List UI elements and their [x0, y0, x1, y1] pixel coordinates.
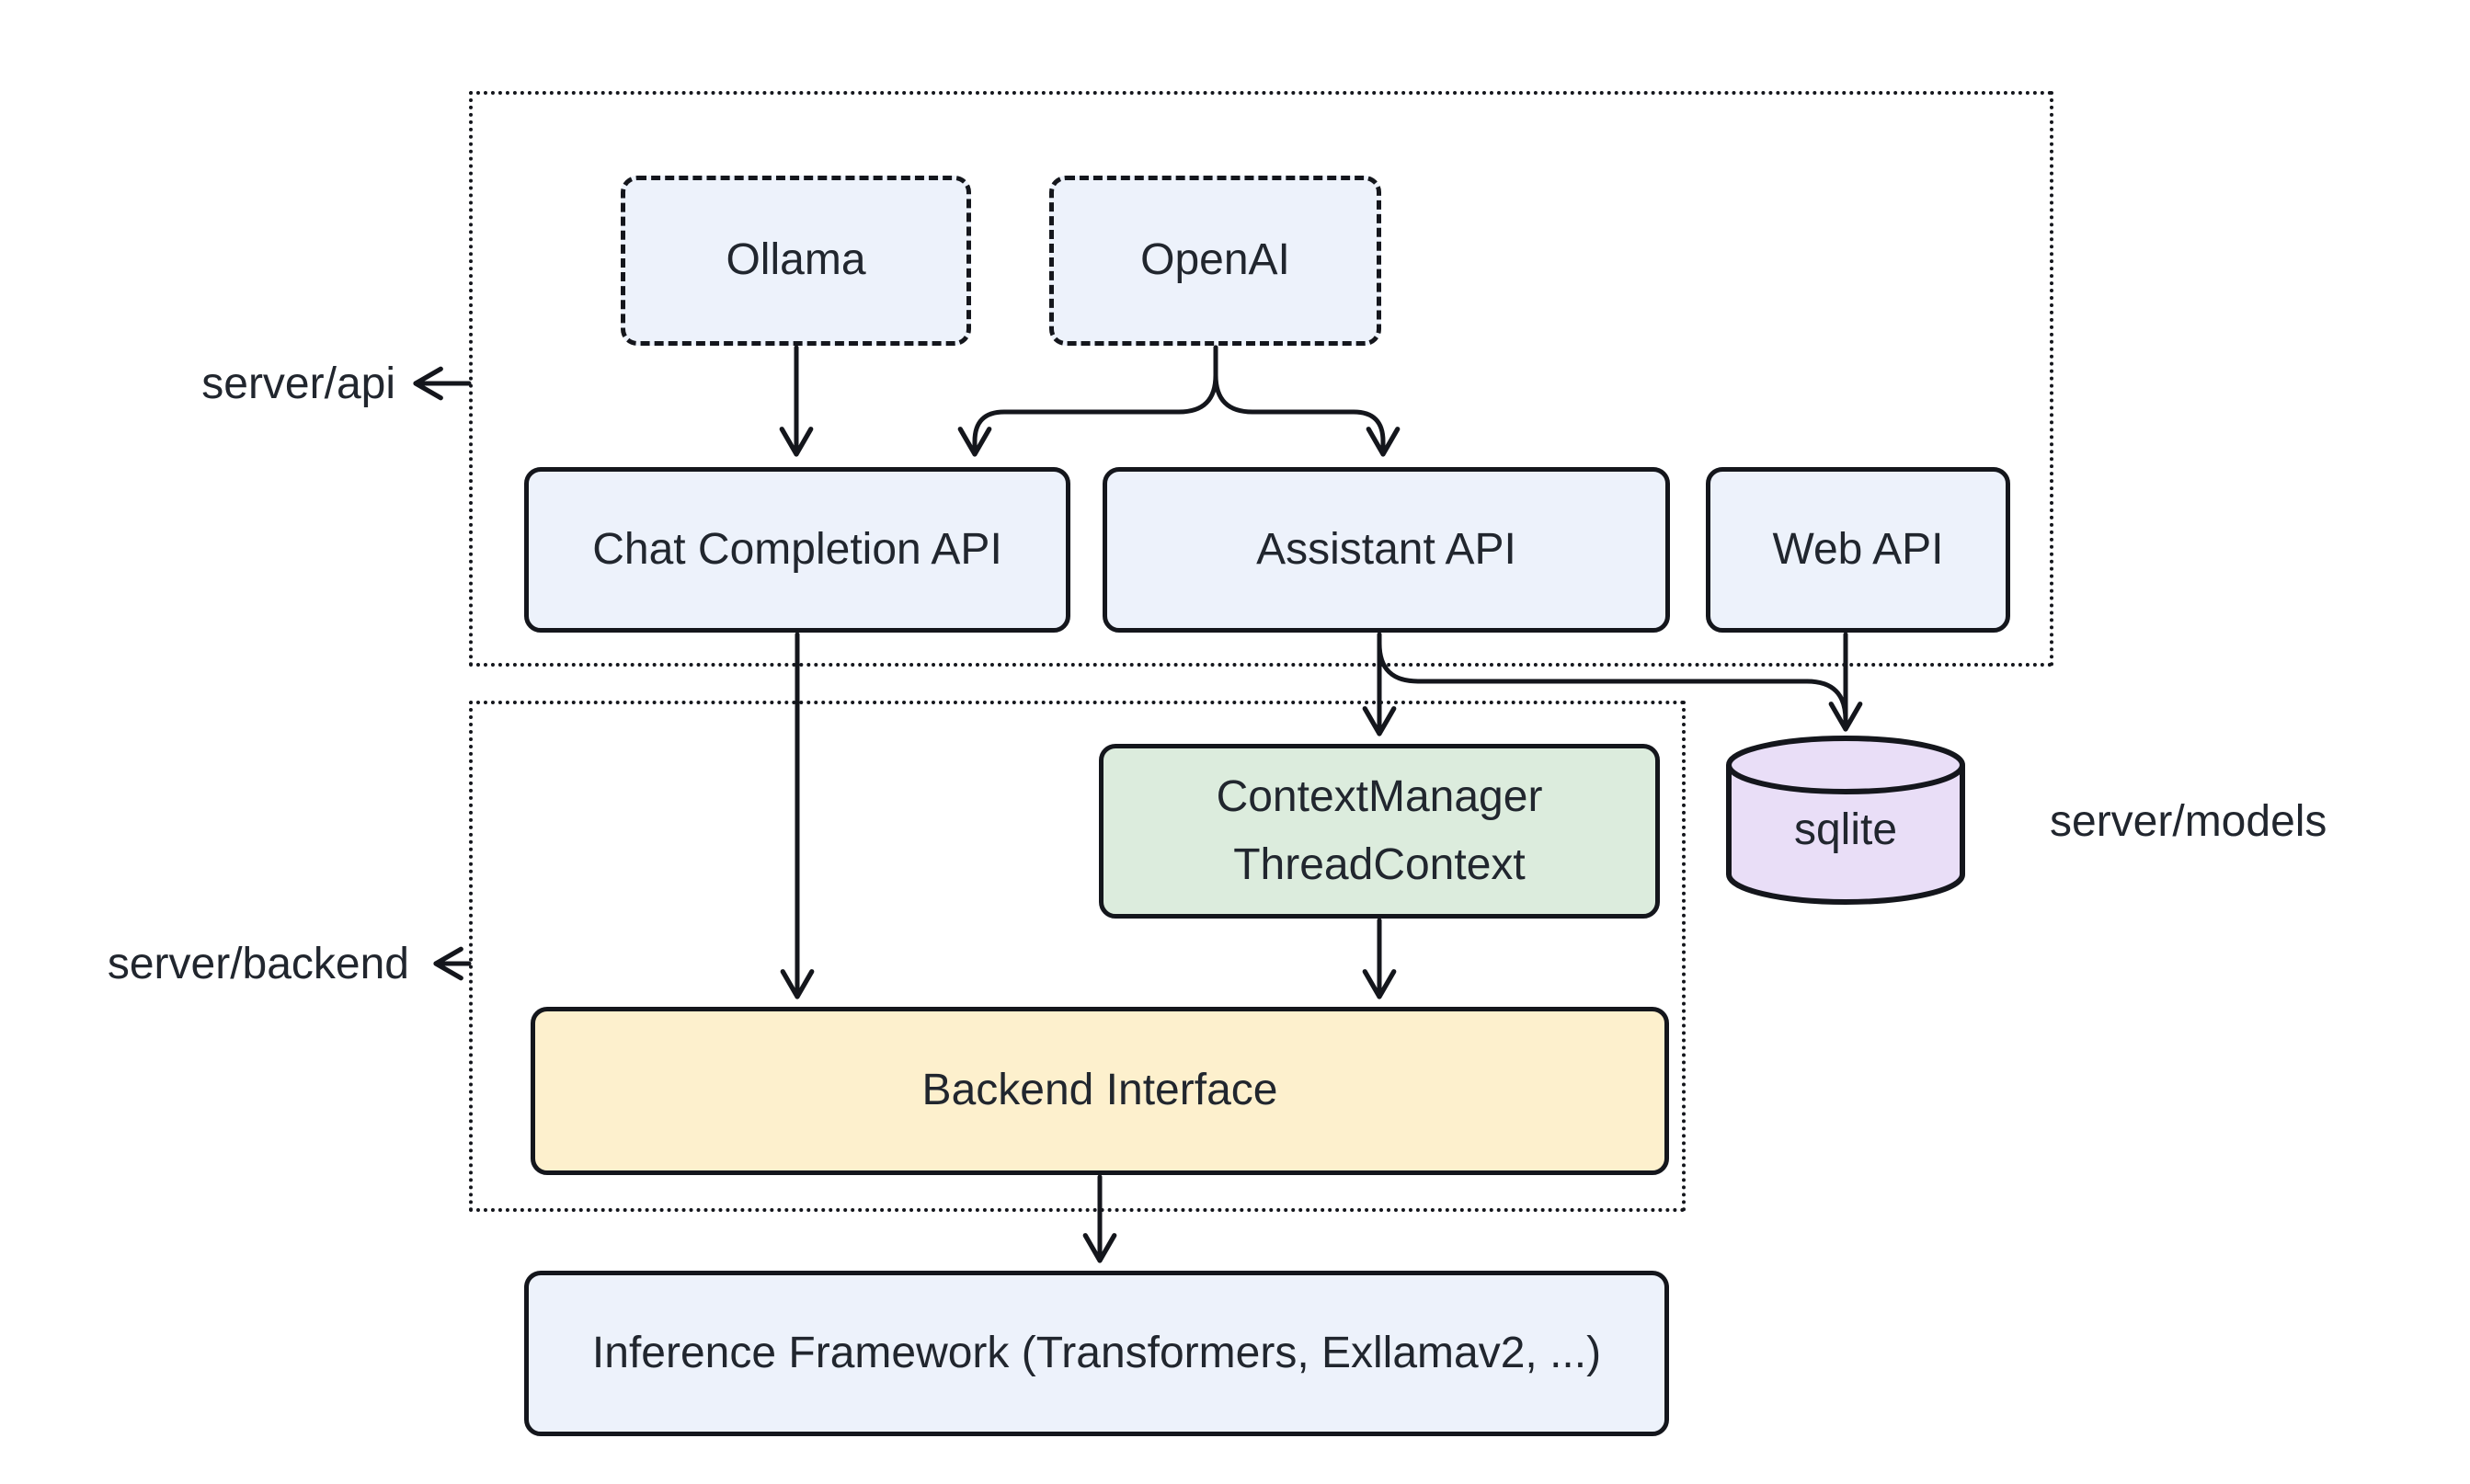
node-web-api: Web API [1706, 467, 2010, 633]
node-ollama-label: Ollama [726, 235, 866, 285]
node-context-manager: ContextManager ThreadContext [1099, 744, 1660, 919]
node-inference-framework-label: Inference Framework (Transformers, Exlla… [591, 1328, 1602, 1377]
node-assistant-api: Assistant API [1103, 467, 1670, 633]
node-context-manager-line1: ContextManager [1216, 771, 1543, 821]
node-web-api-label: Web API [1772, 524, 1944, 574]
node-inference-framework: Inference Framework (Transformers, Exlla… [524, 1271, 1669, 1436]
node-chat-completion-api: Chat Completion API [524, 467, 1070, 633]
label-server-backend: server/backend [107, 940, 409, 988]
node-ollama: Ollama [621, 176, 971, 346]
label-sqlite: sqlite [1793, 805, 1898, 854]
node-context-manager-line2: ThreadContext [1233, 840, 1526, 889]
label-server-api: server/api [201, 360, 395, 408]
node-assistant-api-label: Assistant API [1256, 524, 1516, 574]
node-backend-interface: Backend Interface [531, 1007, 1669, 1175]
container-server-api [469, 91, 2053, 667]
label-server-models: server/models [2050, 797, 2327, 846]
node-chat-completion-api-label: Chat Completion API [592, 524, 1002, 574]
node-openai: OpenAI [1049, 176, 1381, 346]
container-server-backend [469, 701, 1686, 1212]
node-openai-label: OpenAI [1140, 235, 1290, 285]
node-backend-interface-label: Backend Interface [921, 1066, 1278, 1115]
